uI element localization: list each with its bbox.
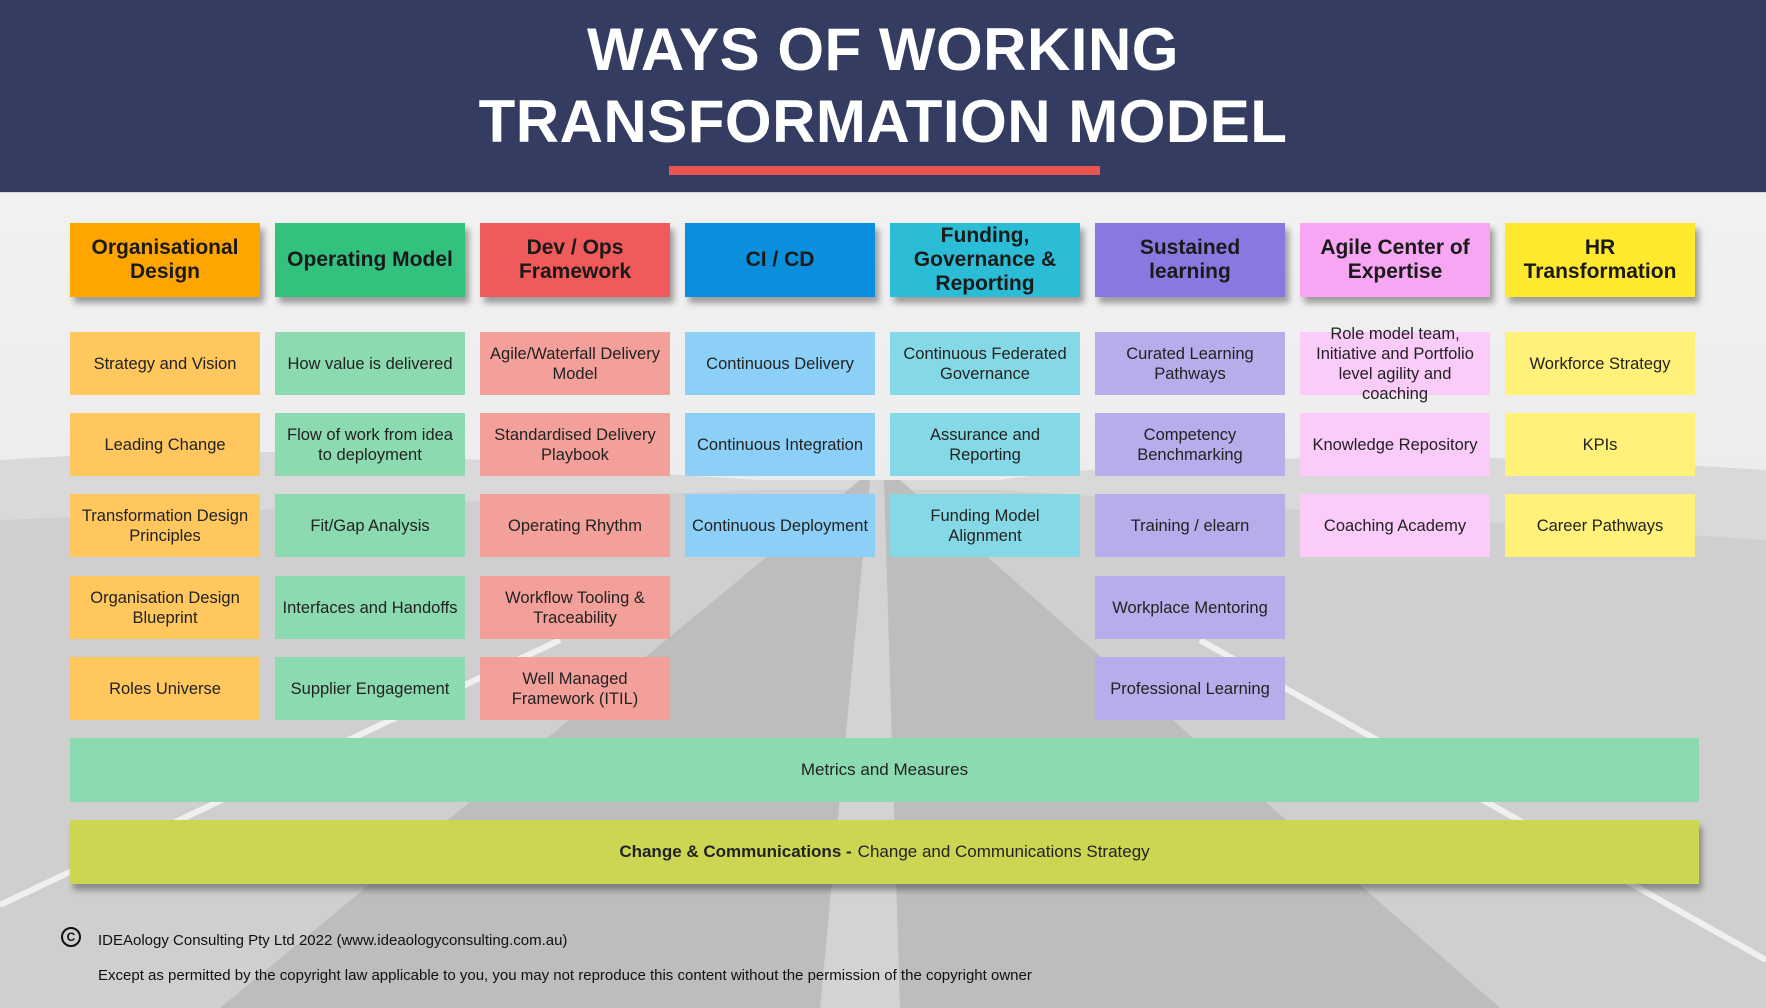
cell-agile-waterfall-delivery-model: Agile/Waterfall Delivery Model xyxy=(480,332,670,395)
cell-supplier-engagement: Supplier Engagement xyxy=(275,657,465,720)
page-title: WAYS OF WORKING TRANSFORMATION MODEL xyxy=(0,14,1766,158)
cell-leading-change: Leading Change xyxy=(70,413,260,476)
column-header-operating-model: Operating Model xyxy=(275,223,465,297)
cell-competency-benchmarking: Competency Benchmarking xyxy=(1095,413,1285,476)
cell-curated-learning-pathways: Curated Learning Pathways xyxy=(1095,332,1285,395)
cell-coaching-academy: Coaching Academy xyxy=(1300,494,1490,557)
column-header-sustained-learning: Sustained learning xyxy=(1095,223,1285,297)
cell-kpis: KPIs xyxy=(1505,413,1695,476)
column-header-organisational-design: Organisational Design xyxy=(70,223,260,297)
column-header-funding-governance: Funding, Governance & Reporting xyxy=(890,223,1080,297)
cell-professional-learning: Professional Learning xyxy=(1095,657,1285,720)
title-underline xyxy=(669,166,1100,175)
cell-continuous-delivery: Continuous Delivery xyxy=(685,332,875,395)
column-header-ci-cd: CI / CD xyxy=(685,223,875,297)
cell-knowledge-repository: Knowledge Repository xyxy=(1300,413,1490,476)
cell-interfaces-and-handoffs: Interfaces and Handoffs xyxy=(275,576,465,639)
cell-strategy-and-vision: Strategy and Vision xyxy=(70,332,260,395)
copyright-notice: Except as permitted by the copyright law… xyxy=(98,967,1032,984)
cell-flow-of-work: Flow of work from idea to deployment xyxy=(275,413,465,476)
cell-standardised-delivery-playbook: Standardised Delivery Playbook xyxy=(480,413,670,476)
cell-assurance-and-reporting: Assurance and Reporting xyxy=(890,413,1080,476)
metrics-band: Metrics and Measures xyxy=(70,738,1699,802)
cell-continuous-deployment: Continuous Deployment xyxy=(685,494,875,557)
cell-workflow-tooling: Workflow Tooling & Traceability xyxy=(480,576,670,639)
cell-transformation-design-principles: Transformation Design Principles xyxy=(70,494,260,557)
cell-career-pathways: Career Pathways xyxy=(1505,494,1695,557)
column-header-agile-center: Agile Center of Expertise xyxy=(1300,223,1490,297)
column-header-hr-transformation: HR Transformation xyxy=(1505,223,1695,297)
change-label-rest: Change and Communications Strategy xyxy=(857,842,1150,861)
column-header-devops-framework: Dev / Ops Framework xyxy=(480,223,670,297)
cell-fit-gap-analysis: Fit/Gap Analysis xyxy=(275,494,465,557)
header-banner: WAYS OF WORKING TRANSFORMATION MODEL xyxy=(0,0,1766,193)
title-line-2: TRANSFORMATION MODEL xyxy=(478,88,1288,155)
cell-well-managed-framework: Well Managed Framework (ITIL) xyxy=(480,657,670,720)
cell-organisation-design-blueprint: Organisation Design Blueprint xyxy=(70,576,260,639)
cell-role-model-team: Role model team, Initiative and Portfoli… xyxy=(1300,325,1490,403)
title-line-1: WAYS OF WORKING xyxy=(587,16,1179,83)
cell-operating-rhythm: Operating Rhythm xyxy=(480,494,670,557)
cell-workplace-mentoring: Workplace Mentoring xyxy=(1095,576,1285,639)
cell-training-elearn: Training / elearn xyxy=(1095,494,1285,557)
cell-how-value-is-delivered: How value is delivered xyxy=(275,332,465,395)
copyright-text: IDEAology Consulting Pty Ltd 2022 (www.i… xyxy=(98,932,568,949)
cell-roles-universe: Roles Universe xyxy=(70,657,260,720)
copyright-icon: C xyxy=(61,927,81,947)
change-label-bold: Change & Communications - xyxy=(619,842,852,861)
cell-continuous-integration: Continuous Integration xyxy=(685,413,875,476)
metrics-label: Metrics and Measures xyxy=(800,760,969,779)
cell-continuous-federated-governance: Continuous Federated Governance xyxy=(890,332,1080,395)
cell-funding-model-alignment: Funding Model Alignment xyxy=(890,494,1080,557)
change-communications-band: Change & Communications - Change and Com… xyxy=(70,820,1699,884)
cell-workforce-strategy: Workforce Strategy xyxy=(1505,332,1695,395)
